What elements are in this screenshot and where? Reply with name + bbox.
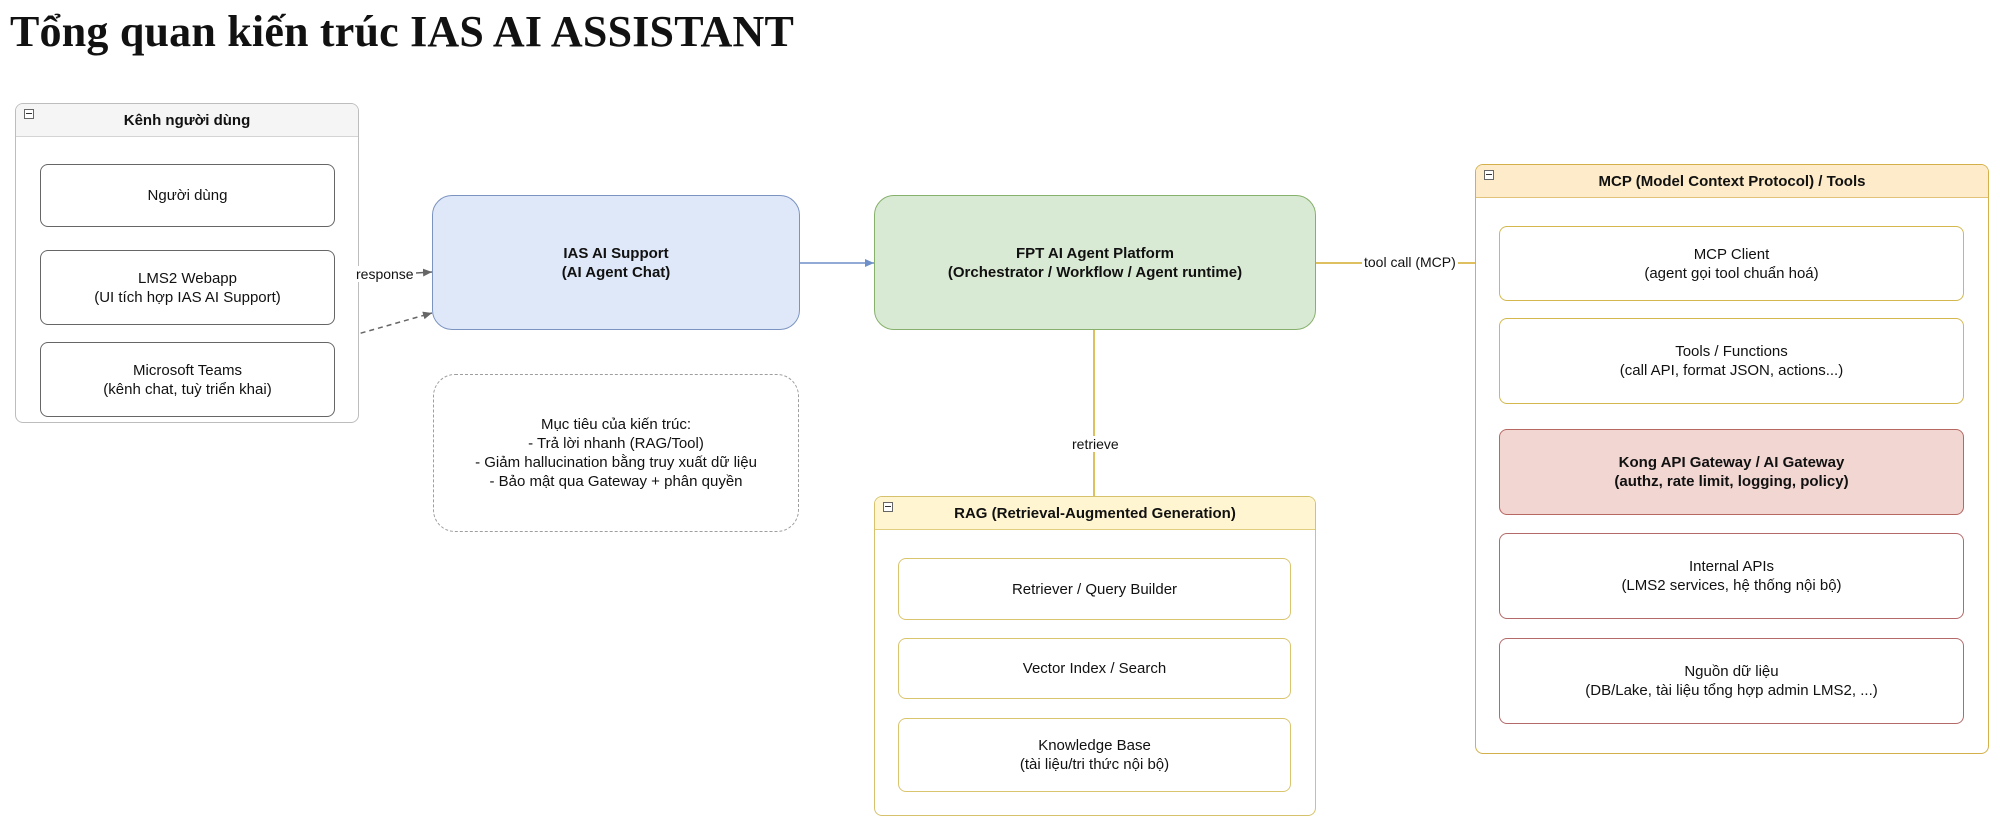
node-kong-label: Kong API Gateway / AI Gateway (authz, ra… <box>1614 454 1849 490</box>
edge-label-response: response <box>354 266 416 282</box>
node-lms2-label: LMS2 Webapp (UI tích hợp IAS AI Support) <box>94 269 281 306</box>
page-title: Tổng quan kiến trúc IAS AI ASSISTANT <box>10 7 795 56</box>
node-fpt-ai-agent-platform[interactable]: FPT AI Agent Platform (Orchestrator / Wo… <box>874 195 1316 330</box>
node-internal-apis[interactable]: Internal APIs (LMS2 services, hệ thống n… <box>1499 533 1964 619</box>
edge-label-tool-call: tool call (MCP) <box>1362 254 1458 270</box>
node-internal-apis-label: Internal APIs (LMS2 services, hệ thống n… <box>1621 558 1842 594</box>
node-ias-label: IAS AI Support (AI Agent Chat) <box>561 244 671 281</box>
node-teams-label: Microsoft Teams (kênh chat, tuỳ triển kh… <box>103 361 272 398</box>
node-fpt-label: FPT AI Agent Platform (Orchestrator / Wo… <box>947 244 1243 281</box>
node-user[interactable]: Người dùng <box>40 164 335 227</box>
collapse-icon[interactable] <box>883 502 893 512</box>
node-retriever-label: Retriever / Query Builder <box>1011 580 1178 598</box>
node-vector-index[interactable]: Vector Index / Search <box>898 638 1291 699</box>
node-knowledge-base[interactable]: Knowledge Base (tài liệu/tri thức nội bộ… <box>898 718 1291 792</box>
architecture-goals-note: Mục tiêu của kiến trúc: - Trả lời nhanh … <box>433 374 799 532</box>
node-microsoft-teams[interactable]: Microsoft Teams (kênh chat, tuỳ triển kh… <box>40 342 335 417</box>
node-data-source[interactable]: Nguồn dữ liệu (DB/Lake, tài liệu tổng hợ… <box>1499 638 1964 724</box>
rag-header: RAG (Retrieval-Augmented Generation) <box>875 497 1315 530</box>
node-user-label: Người dùng <box>147 187 228 204</box>
user-channels-label: Kênh người dùng <box>123 111 251 129</box>
node-kong-gateway[interactable]: Kong API Gateway / AI Gateway (authz, ra… <box>1499 429 1964 515</box>
node-retriever[interactable]: Retriever / Query Builder <box>898 558 1291 620</box>
mcp-header: MCP (Model Context Protocol) / Tools <box>1476 165 1988 198</box>
edge-label-retrieve: retrieve <box>1070 436 1121 452</box>
rag-label: RAG (Retrieval-Augmented Generation) <box>954 504 1236 522</box>
mcp-label: MCP (Model Context Protocol) / Tools <box>1598 172 1866 190</box>
collapse-icon[interactable] <box>1484 170 1494 180</box>
node-kb-label: Knowledge Base (tài liệu/tri thức nội bộ… <box>1019 737 1170 773</box>
node-mcp-client-label: MCP Client (agent gọi tool chuẩn hoá) <box>1644 245 1819 282</box>
node-lms2-webapp[interactable]: LMS2 Webapp (UI tích hợp IAS AI Support) <box>40 250 335 325</box>
user-channels-header: Kênh người dùng <box>16 104 358 137</box>
node-ias-ai-support[interactable]: IAS AI Support (AI Agent Chat) <box>432 195 800 330</box>
node-mcp-client[interactable]: MCP Client (agent gọi tool chuẩn hoá) <box>1499 226 1964 301</box>
collapse-icon[interactable] <box>24 109 34 119</box>
node-vector-label: Vector Index / Search <box>1022 660 1167 677</box>
node-tools-label: Tools / Functions (call API, format JSON… <box>1619 343 1844 379</box>
node-tools-functions[interactable]: Tools / Functions (call API, format JSON… <box>1499 318 1964 404</box>
node-data-source-label: Nguồn dữ liệu (DB/Lake, tài liệu tổng hợ… <box>1585 663 1878 699</box>
goals-text: Mục tiêu của kiến trúc: - Trả lời nhanh … <box>475 416 757 490</box>
